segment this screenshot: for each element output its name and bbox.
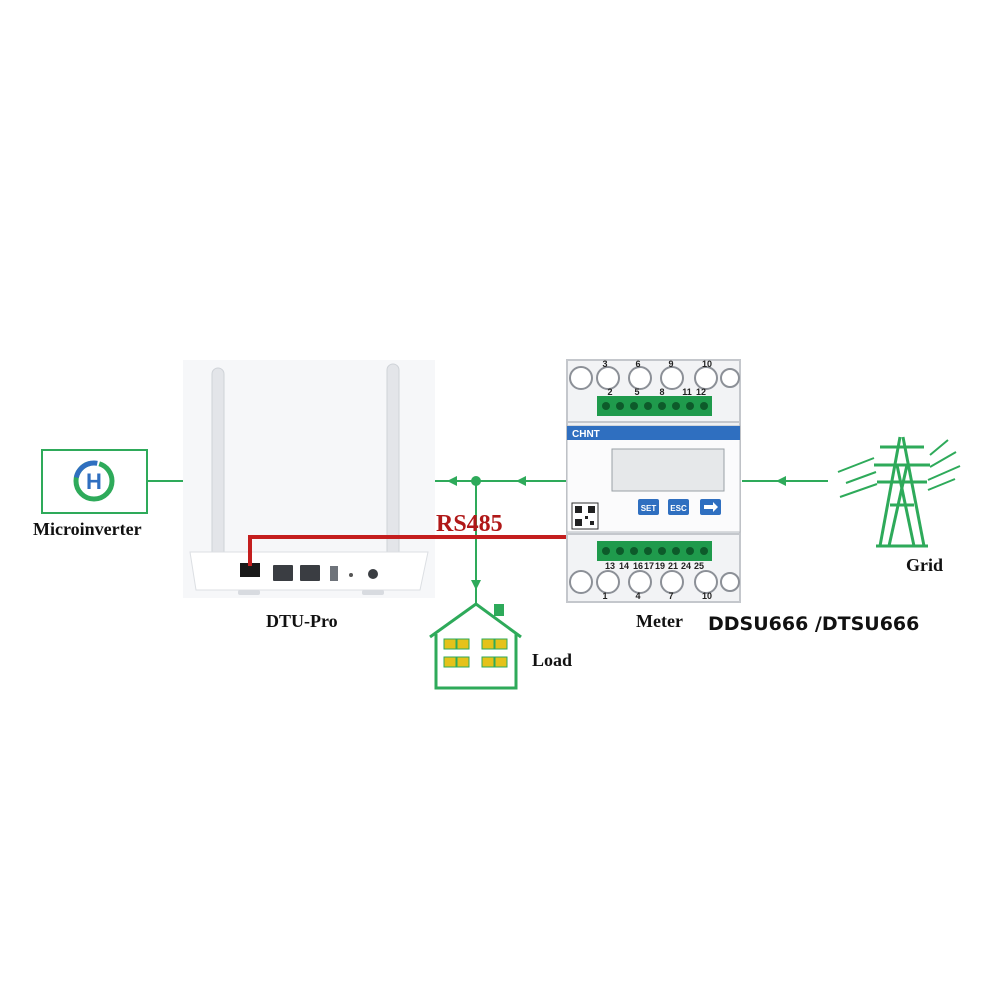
h-logo-letter: H: [86, 469, 102, 494]
terminal-number: 2: [607, 387, 612, 397]
terminal-number: 21: [668, 561, 678, 571]
microinverter-label: Microinverter: [33, 519, 142, 539]
terminal-number: 4: [635, 591, 640, 601]
terminal-number: 25: [694, 561, 704, 571]
rs485-terminal: [240, 563, 260, 577]
terminal-number: 1: [602, 591, 607, 601]
arrow-right-icon: [704, 502, 718, 512]
terminal-number: 14: [619, 561, 629, 571]
microinverter-box: H: [41, 449, 148, 514]
terminal-number: 6: [635, 359, 640, 369]
meter-label: Meter: [636, 611, 683, 631]
terminal-number: 5: [634, 387, 639, 397]
terminal-number: 16: [633, 561, 643, 571]
top-terminal-block: [597, 396, 712, 416]
svg-text:ESC: ESC: [670, 504, 687, 513]
bottom-terminal-block: [597, 541, 712, 561]
antenna-right: [386, 363, 400, 577]
terminal-number: 7: [668, 591, 673, 601]
antenna-left: [211, 367, 225, 579]
house-icon: [429, 602, 522, 690]
meter-terminal-numbers: 3 6 9 10 2 5 8 11 12 13 14 16 17 19 21 2…: [602, 359, 712, 601]
load-label: Load: [532, 650, 572, 670]
bottom-terminal-screws: [569, 570, 740, 594]
arrow-left-icon: [447, 476, 457, 486]
meter-brand-bar: [567, 426, 740, 440]
terminal-number: 9: [668, 359, 673, 369]
flow-arrows: [447, 476, 786, 590]
meter-brand: CHNT: [572, 429, 600, 440]
meter-model-label: DDSU666 /DTSU666: [708, 613, 919, 635]
terminal-number: 13: [605, 561, 615, 571]
svg-text:SET: SET: [641, 504, 657, 513]
power-tower-icon: [837, 436, 961, 548]
terminal-number: 24: [681, 561, 691, 571]
terminal-number: 11: [682, 387, 692, 397]
meter-device: CHNT SET ESC: [566, 359, 741, 603]
rs485-label: RS485: [436, 511, 503, 537]
arrow-down-icon: [471, 580, 481, 590]
ethernet-port-1: [273, 565, 293, 581]
terminal-number: 12: [696, 387, 706, 397]
meter-esc-button: [668, 499, 689, 515]
terminal-number: 8: [659, 387, 664, 397]
meter-buttons: SET ESC: [638, 499, 721, 515]
terminal-number: 17: [644, 561, 654, 571]
grid-label: Grid: [906, 555, 943, 575]
dtu-pro-label: DTU-Pro: [266, 611, 338, 631]
arrow-left-icon: [776, 476, 786, 486]
reset-button: [349, 573, 353, 577]
ethernet-port-2: [300, 565, 320, 581]
terminal-number: 19: [655, 561, 665, 571]
top-terminal-screws: [569, 366, 740, 390]
arrow-left-icon: [516, 476, 526, 486]
h-logo-icon: H: [73, 460, 115, 502]
power-jack: [368, 569, 378, 579]
meter-set-button: [638, 499, 659, 515]
terminal-number: 3: [602, 359, 607, 369]
terminal-number: 10: [702, 591, 712, 601]
dtu-pro-device: [183, 360, 435, 598]
meter-lcd: [611, 448, 725, 492]
junction-dot: [471, 476, 481, 486]
usb-port: [330, 566, 338, 581]
house-windows: [443, 638, 508, 668]
terminal-number: 10: [702, 359, 712, 369]
